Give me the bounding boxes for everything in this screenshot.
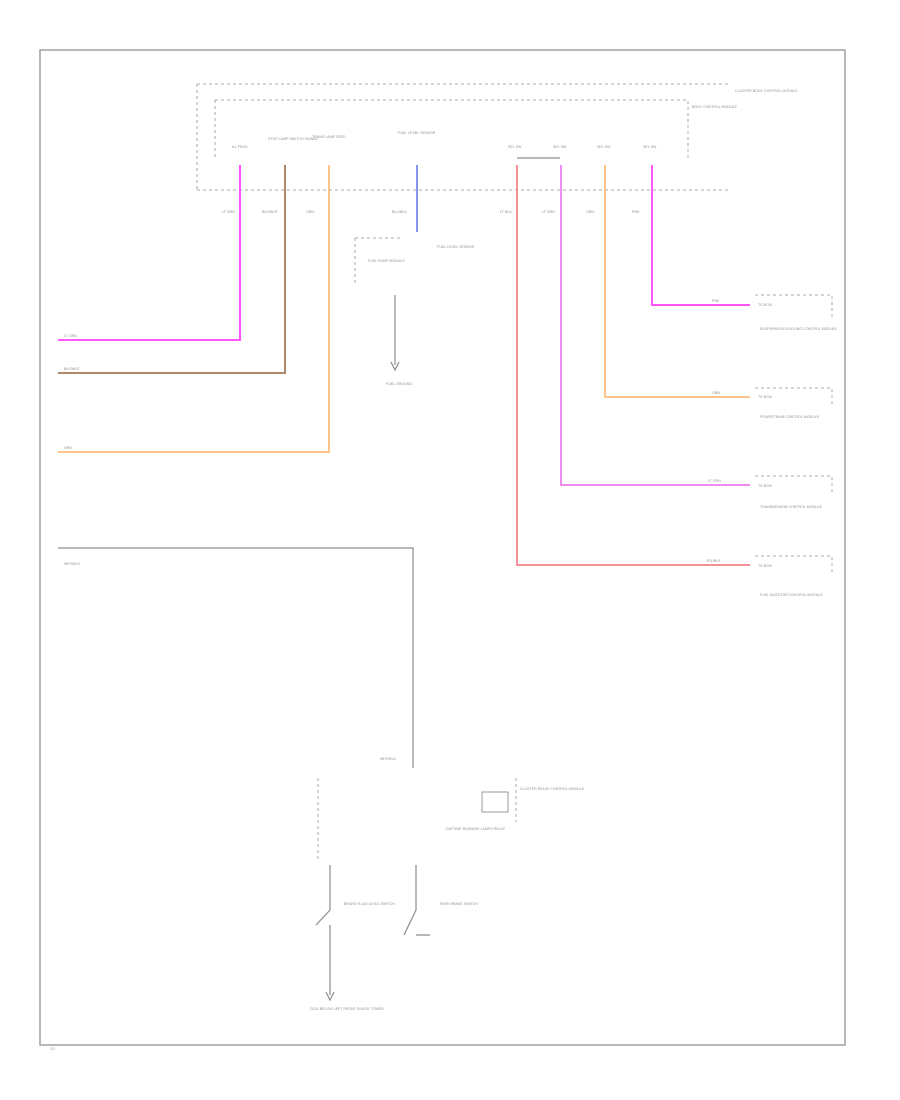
bottom-wire-label: WHT/BLK: [380, 757, 397, 761]
wire-label-1: LT GRN: [222, 210, 235, 214]
right-wire-label-3: LT GRN: [708, 479, 721, 483]
fuel-ground-arrow: [390, 361, 400, 372]
col-label-2: STOP LAMP SWITCH SIGNAL: [268, 137, 318, 141]
wire-pink-right: [651, 165, 750, 306]
wire-label-5: LT BLU: [500, 210, 512, 214]
col-label-5: SEL SW: [508, 145, 522, 149]
relay-box: [481, 791, 509, 813]
wire-lightpink-right: [560, 165, 750, 486]
wire-label-4: BLU/BLK: [392, 210, 407, 214]
right-conn-2: TO BCM: [758, 395, 772, 399]
wire-label-3: ORN: [306, 210, 314, 214]
col-label-4: FUEL LEVEL SENSOR: [398, 131, 436, 135]
col-label-6: SEL SW: [553, 145, 567, 149]
left-label-2: BLK/WHT: [64, 367, 81, 371]
relay-module-label: CLUSTER RELAY CONTROL MODULE: [520, 787, 585, 791]
relay-note: DAYTIME RUNNING LAMPS RELAY: [446, 827, 506, 831]
right-label-2: POWERTRAIN CONTROL MODULE: [760, 415, 820, 419]
right-conn-1: TO BCM: [758, 303, 772, 307]
wire-label-7: ORN: [586, 210, 594, 214]
module-top-side-label: BODY CONTROL MODULE: [692, 105, 738, 109]
wire-label-2: BLK/WHT: [262, 210, 279, 214]
wire-salmon-right: [516, 165, 750, 566]
col-label-7: SEL SW: [597, 145, 611, 149]
page-id: 1/2: [50, 1047, 55, 1051]
col-label-8: SEL SW: [643, 145, 657, 149]
switch1-label: BRAKE FLUID LEVEL SWITCH: [344, 902, 395, 906]
top-module-outline: [196, 83, 730, 191]
switch1-wire: [315, 865, 331, 995]
right-wire-label-2: ORN: [712, 391, 720, 395]
right-box-1: [755, 294, 833, 318]
module-top-label: CLUSTER BODY CONTROL MODULE: [735, 89, 798, 93]
switch1-arrow: [325, 991, 335, 1002]
right-wire-label-1: PNK: [712, 299, 720, 303]
wire-orange-right: [604, 165, 750, 398]
top-module-inner: [214, 99, 689, 158]
right-label-4: FUEL INJECTOR CONTROL MODULE: [760, 593, 823, 597]
right-wire-label-4: YEL/BLK: [706, 559, 721, 563]
wire-gray-left: [58, 547, 414, 768]
wire-orange-left: [58, 165, 330, 453]
right-conn-4: TO BCM: [758, 564, 772, 568]
wire-brown-left: [58, 165, 286, 374]
switch2-wire: [403, 865, 430, 936]
wire-label-6: LT GRN: [542, 210, 555, 214]
fuel-sensor-label: FUEL LEVEL SENSOR: [437, 245, 475, 249]
right-box-3: [755, 475, 833, 495]
switch2-label: PARK BRAKE SWITCH: [440, 902, 478, 906]
right-label-3: TRANSMISSION CONTROL MODULE: [760, 505, 823, 509]
right-conn-3: TO BCM: [758, 484, 772, 488]
wire-label-8: PNK: [632, 210, 640, 214]
fuel-ground-label: FUEL GROUND: [386, 382, 412, 386]
fuel-pump-label: FUEL PUMP MODULE: [368, 259, 405, 263]
fuel-sensor-outline: [354, 237, 400, 285]
right-box-4: [755, 555, 833, 575]
right-label-1: SUSPENSION LEVELING CONTROL MODULE: [760, 327, 838, 331]
wire-pink-left: [58, 165, 241, 341]
left-label-4: WHT/BLK: [64, 562, 81, 566]
relay-module-outline: [317, 778, 517, 860]
left-label-1: LT GRN: [64, 334, 77, 338]
diagram-frame: [39, 49, 846, 1046]
ground-bottom-label: G101 BELOW LEFT FRONT SHOCK TOWER: [310, 1007, 384, 1011]
left-label-3: ORN: [64, 446, 72, 450]
col-label-1: ILL FEED: [232, 145, 248, 149]
col-label-3: TRANS LAMP FEED: [312, 135, 346, 139]
right-box-2: [755, 387, 833, 405]
